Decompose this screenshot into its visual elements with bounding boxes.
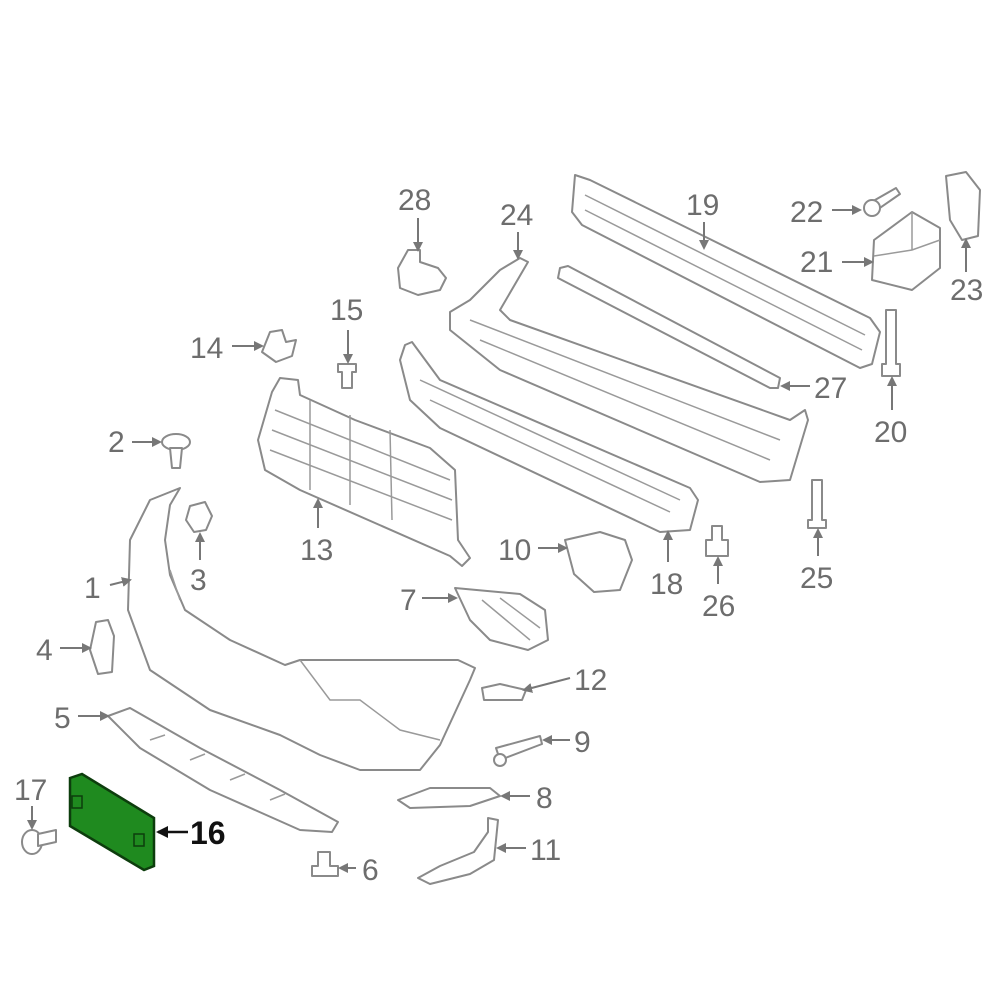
part-3-clip-nut[interactable] (185, 501, 213, 533)
part-12-bracket[interactable] (481, 683, 527, 701)
part-20-bolt[interactable] (881, 309, 901, 377)
callout-13: 13 (300, 534, 333, 567)
part-8-trim-strip[interactable] (397, 787, 501, 809)
part-4-bracket[interactable] (89, 619, 115, 675)
part-16-fill (68, 772, 156, 872)
part-13-grille[interactable] (257, 377, 471, 567)
callout-28: 28 (398, 184, 431, 217)
part-16-licence-plate-bracket[interactable] (68, 772, 156, 872)
part-22-bolt[interactable] (863, 187, 901, 217)
part-10-side-insert[interactable] (564, 531, 633, 593)
callout-24: 24 (500, 199, 533, 232)
callout-10: 10 (498, 534, 531, 567)
callout-18: 18 (650, 568, 683, 601)
part-19-reinforcement-bar[interactable] (571, 174, 881, 369)
callout-27: 27 (814, 372, 847, 405)
part-5-lower-grille[interactable] (107, 707, 339, 833)
callout-7: 7 (400, 584, 417, 617)
callout-11: 11 (530, 834, 561, 867)
callout-25: 25 (800, 562, 833, 595)
callout-20: 20 (874, 416, 907, 449)
callout-23: 23 (950, 274, 983, 307)
callout-19: 19 (686, 189, 719, 222)
callout-2: 2 (108, 426, 125, 459)
part-26-screw[interactable] (705, 525, 729, 557)
callout-4: 4 (36, 634, 53, 667)
part-28-clip[interactable] (397, 249, 447, 296)
callout-8: 8 (536, 782, 553, 815)
part-2-screw[interactable] (161, 433, 191, 469)
callout-12: 12 (574, 664, 607, 697)
part-9-screw[interactable] (493, 735, 543, 767)
callout-17: 17 (14, 774, 47, 807)
callout-21: 21 (800, 246, 833, 279)
part-6-screw[interactable] (311, 851, 339, 877)
callout-22: 22 (790, 196, 823, 229)
part-15-screw[interactable] (337, 363, 357, 389)
callout-1: 1 (84, 572, 101, 605)
part-21-bracket[interactable] (871, 211, 941, 291)
callout-6: 6 (362, 854, 379, 887)
part-23-mount[interactable] (945, 171, 981, 241)
part-14-bracket[interactable] (261, 329, 297, 363)
callout-14: 14 (190, 332, 223, 365)
part-11-side-trim[interactable] (417, 817, 499, 885)
part-25-bolt[interactable] (807, 479, 827, 529)
part-7-fog-grille[interactable] (454, 587, 549, 651)
part-18-carrier[interactable] (399, 341, 699, 533)
part-1-bumper-cover[interactable] (127, 487, 476, 771)
callout-5: 5 (54, 702, 71, 735)
callout-26: 26 (702, 590, 735, 623)
callout-3: 3 (190, 564, 207, 597)
callout-16: 16 (190, 815, 226, 851)
callout-9: 9 (574, 726, 591, 759)
callout-15: 15 (330, 294, 363, 327)
part-27-strip[interactable] (557, 265, 781, 389)
part-17-screw[interactable] (21, 829, 57, 855)
part-24-upper-support[interactable] (449, 257, 809, 483)
